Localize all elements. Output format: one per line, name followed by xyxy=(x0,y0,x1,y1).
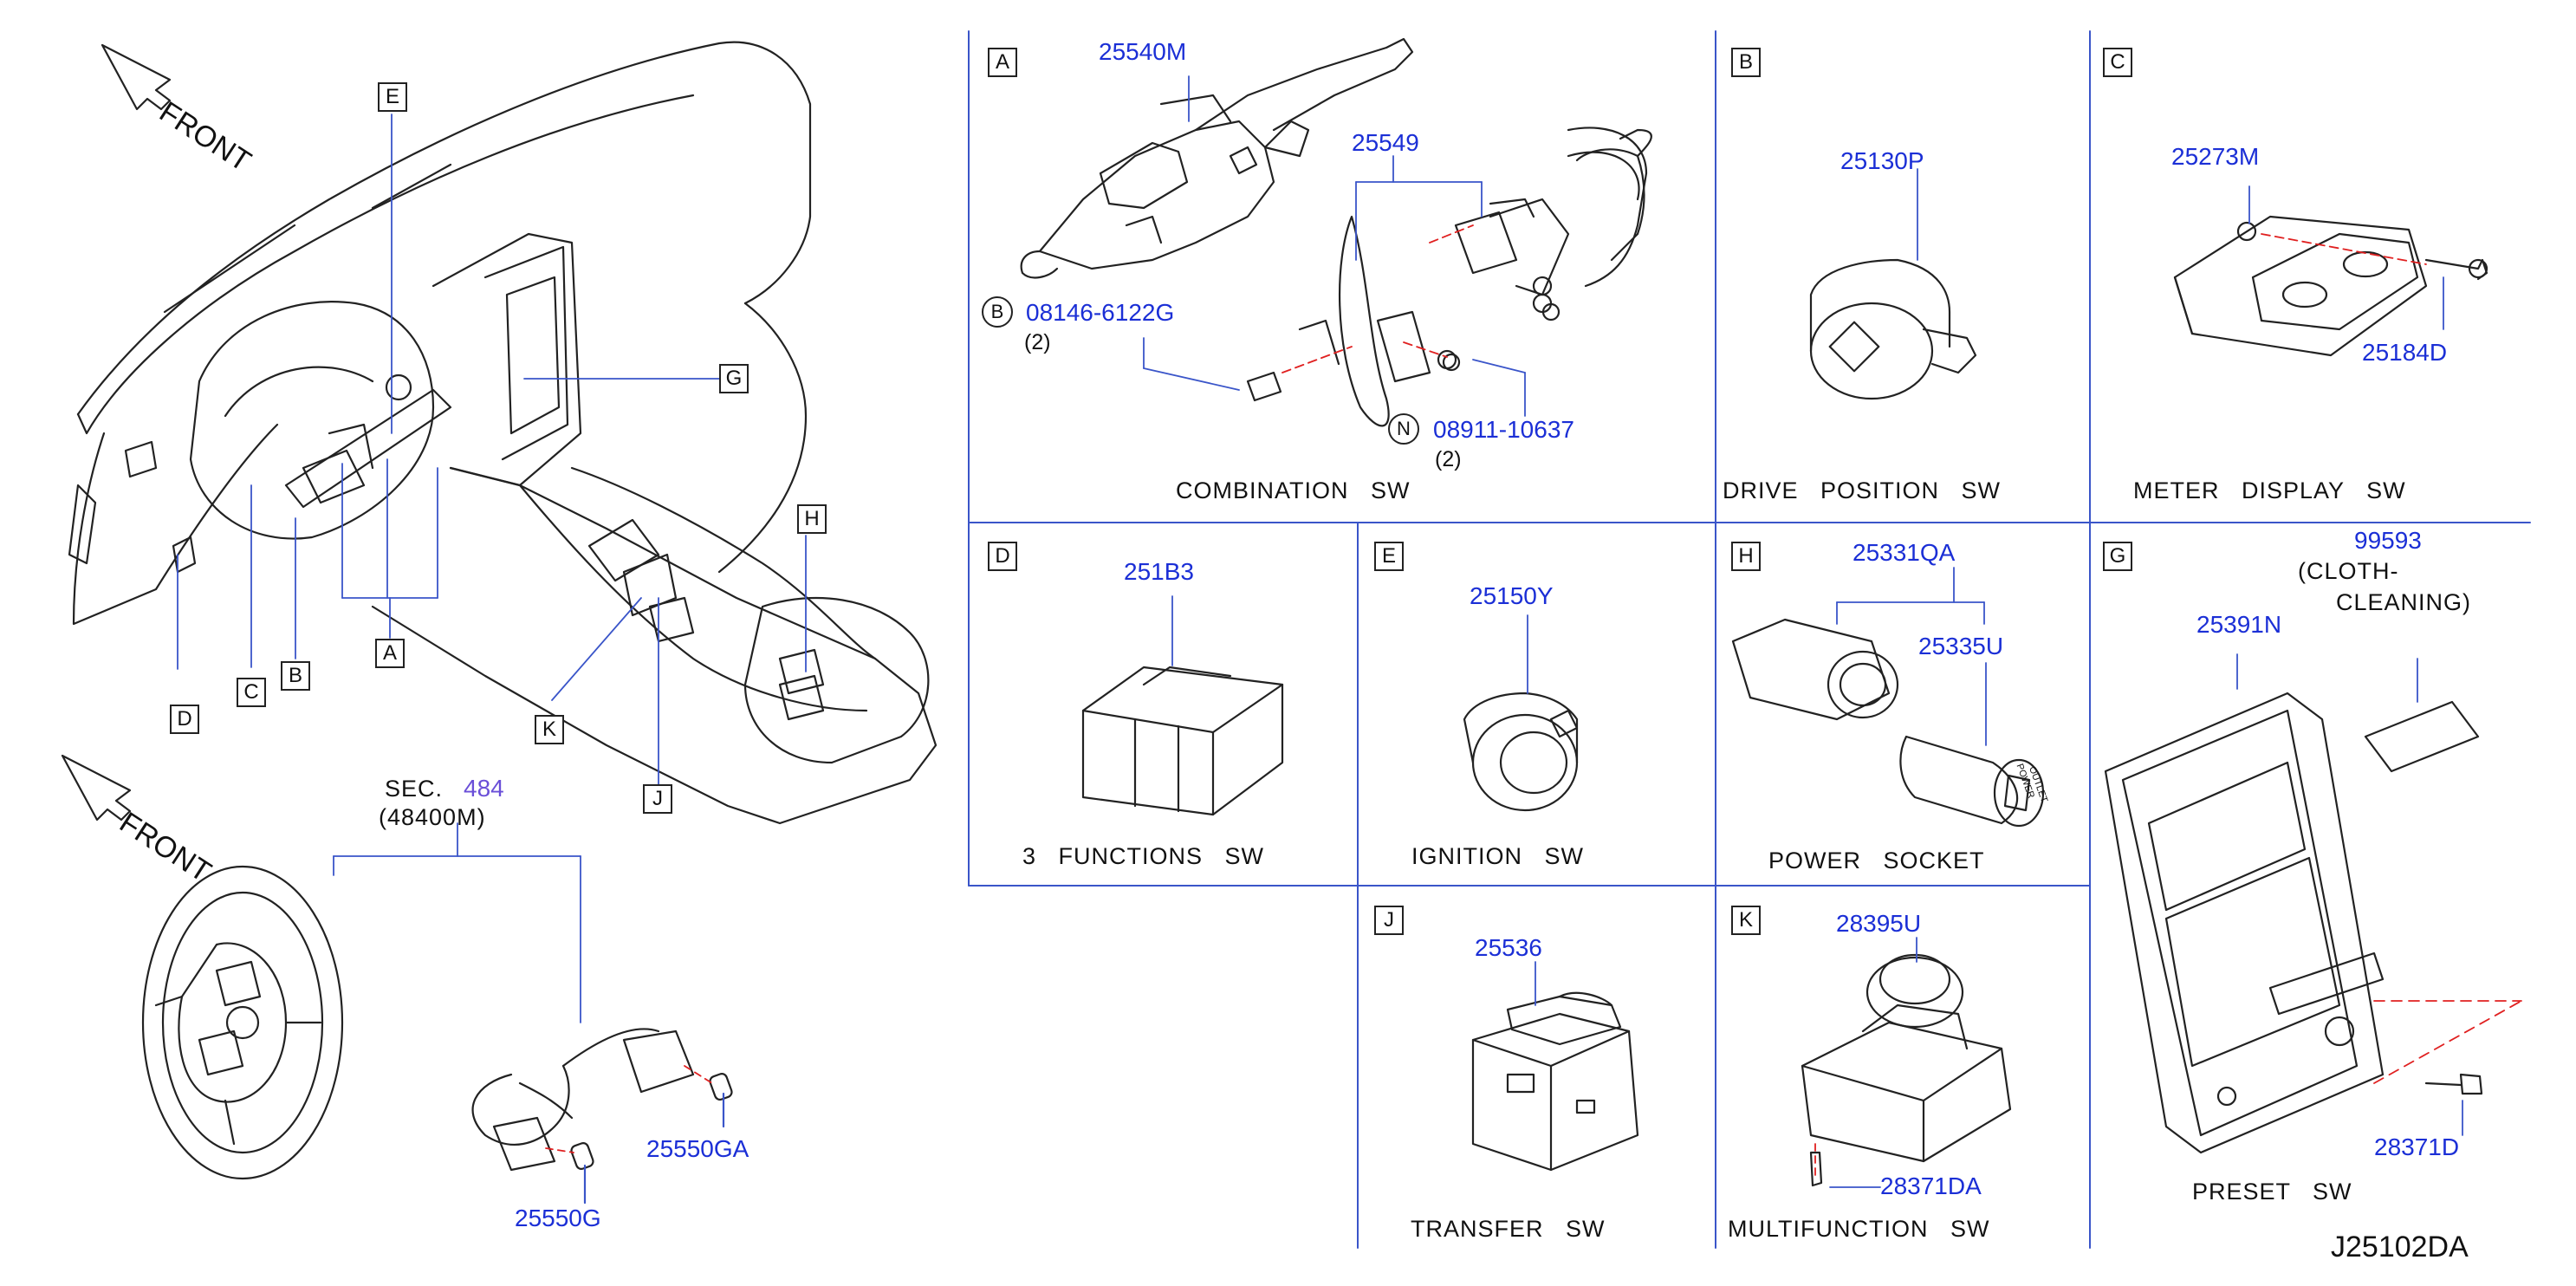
panel-k-part-28395u: 28395U xyxy=(1836,910,1922,937)
callout-h-overview: H xyxy=(797,504,827,534)
dashboard-overview xyxy=(68,41,938,825)
callout-e-overview: E xyxy=(378,82,407,112)
paddle-shifter-right-drawing xyxy=(1489,128,1652,296)
panel-d-caption: 3 FUNCTIONS SW xyxy=(1022,843,1265,869)
panel-k-letter: K xyxy=(1731,906,1761,935)
sec-part: (48400M) xyxy=(379,804,486,830)
panel-g-cloth-line2: CLEANING) xyxy=(2336,589,2472,615)
panel-a-part-25540m: 25540M xyxy=(1099,38,1187,65)
panel-k-caption: MULTIFUNCTION SW xyxy=(1728,1216,1990,1242)
panel-a-qty-bolt: (2) xyxy=(1024,330,1051,354)
callout-g-overview: G xyxy=(719,364,749,393)
panel-c-part-25273m: 25273M xyxy=(2171,143,2260,170)
sec-number: 484 xyxy=(464,775,504,802)
panel-a-part-nut: 08911-10637 xyxy=(1433,416,1574,443)
preset-switch-drawing xyxy=(2104,692,2480,1154)
panel-d-part: 251B3 xyxy=(1124,558,1194,585)
panel-a-leaders xyxy=(1143,75,1526,417)
steering-wheel xyxy=(141,865,344,1180)
panel-g-part-25391n: 25391N xyxy=(2196,611,2282,638)
panel-g-caption: PRESET SW xyxy=(2192,1179,2352,1205)
ignition-switch-drawing xyxy=(1463,692,1579,812)
paddle-shifter-left-drawing xyxy=(1246,215,1553,427)
callout-k-overview: K xyxy=(535,715,564,744)
steering-part-left: 25550G xyxy=(515,1205,601,1231)
drive-position-switch-drawing xyxy=(1809,258,1977,400)
meter-display-switch-drawing xyxy=(2173,215,2488,357)
panel-c-caption: METER DISPLAY SW xyxy=(2133,477,2406,503)
panel-c-letter: C xyxy=(2103,48,2132,77)
panel-j-part: 25536 xyxy=(1475,934,1542,961)
combination-switch-drawing xyxy=(1020,37,1414,279)
panel-a-part-bolt: 08146-6122G xyxy=(1026,299,1175,326)
callout-c-overview: C xyxy=(237,678,266,707)
callout-j-overview: J xyxy=(643,784,672,814)
panel-a-qty-nut: (2) xyxy=(1435,447,1462,471)
panel-c-part-25184d: 25184D xyxy=(2362,339,2448,366)
panel-j-letter: J xyxy=(1374,906,1404,935)
sec-bracket xyxy=(333,822,581,1023)
panel-h-caption: POWER SOCKET xyxy=(1768,848,1985,874)
panel-h-part-25331qa: 25331QA xyxy=(1853,539,1956,566)
panel-b-letter: B xyxy=(1731,48,1761,77)
panel-e-caption: IGNITION SW xyxy=(1411,843,1584,869)
panel-a-nut-callout-n: N xyxy=(1388,413,1419,445)
panel-b-part: 25130P xyxy=(1840,147,1924,174)
panel-a-part-25549: 25549 xyxy=(1352,129,1419,156)
callout-d-overview: D xyxy=(170,705,199,734)
panel-h-letter: H xyxy=(1731,542,1761,571)
panel-e-letter: E xyxy=(1374,542,1404,571)
panel-frame xyxy=(968,30,2531,1249)
multifunction-switch-drawing xyxy=(1801,953,2012,1187)
front-arrow-bottom-icon xyxy=(61,754,132,822)
front-arrow-top-icon xyxy=(101,43,172,111)
transfer-switch-drawing xyxy=(1471,991,1639,1172)
power-socket-drawing xyxy=(1731,618,2045,828)
panel-b-caption: DRIVE POSITION SW xyxy=(1723,477,2002,503)
panel-g-part-28371d: 28371D xyxy=(2374,1133,2460,1160)
three-functions-switch-drawing xyxy=(1081,666,1284,816)
steering-switch-harness xyxy=(471,1028,733,1205)
panel-j-caption: TRANSFER SW xyxy=(1411,1216,1606,1242)
panel-a-letter: A xyxy=(988,48,1017,77)
panel-d-letter: D xyxy=(988,542,1017,571)
panel-k-part-28371da: 28371DA xyxy=(1880,1172,1982,1199)
preset-screw-icon xyxy=(2424,1073,2483,1095)
steering-part-right: 25550GA xyxy=(646,1135,749,1162)
diagram-code: J25102DA xyxy=(2331,1231,2469,1263)
callout-a-overview: A xyxy=(375,639,405,668)
callout-b-overview: B xyxy=(281,661,310,691)
panel-g-part-99593: 99593 xyxy=(2354,527,2422,554)
panel-e-part: 25150Y xyxy=(1470,582,1554,609)
panel-a-caption: COMBINATION SW xyxy=(1176,477,1411,503)
panel-g-cloth-line1: (CLOTH- xyxy=(2298,558,2399,584)
panel-h-part-25335u: 25335U xyxy=(1918,633,2004,659)
panel-g-letter: G xyxy=(2103,542,2132,571)
paddle-shifter-upper-drawing xyxy=(1442,127,1648,372)
overview-leaders xyxy=(177,114,807,785)
panel-a-bolt-callout-b: B xyxy=(982,296,1013,328)
sec-prefix: SEC. xyxy=(385,776,444,802)
